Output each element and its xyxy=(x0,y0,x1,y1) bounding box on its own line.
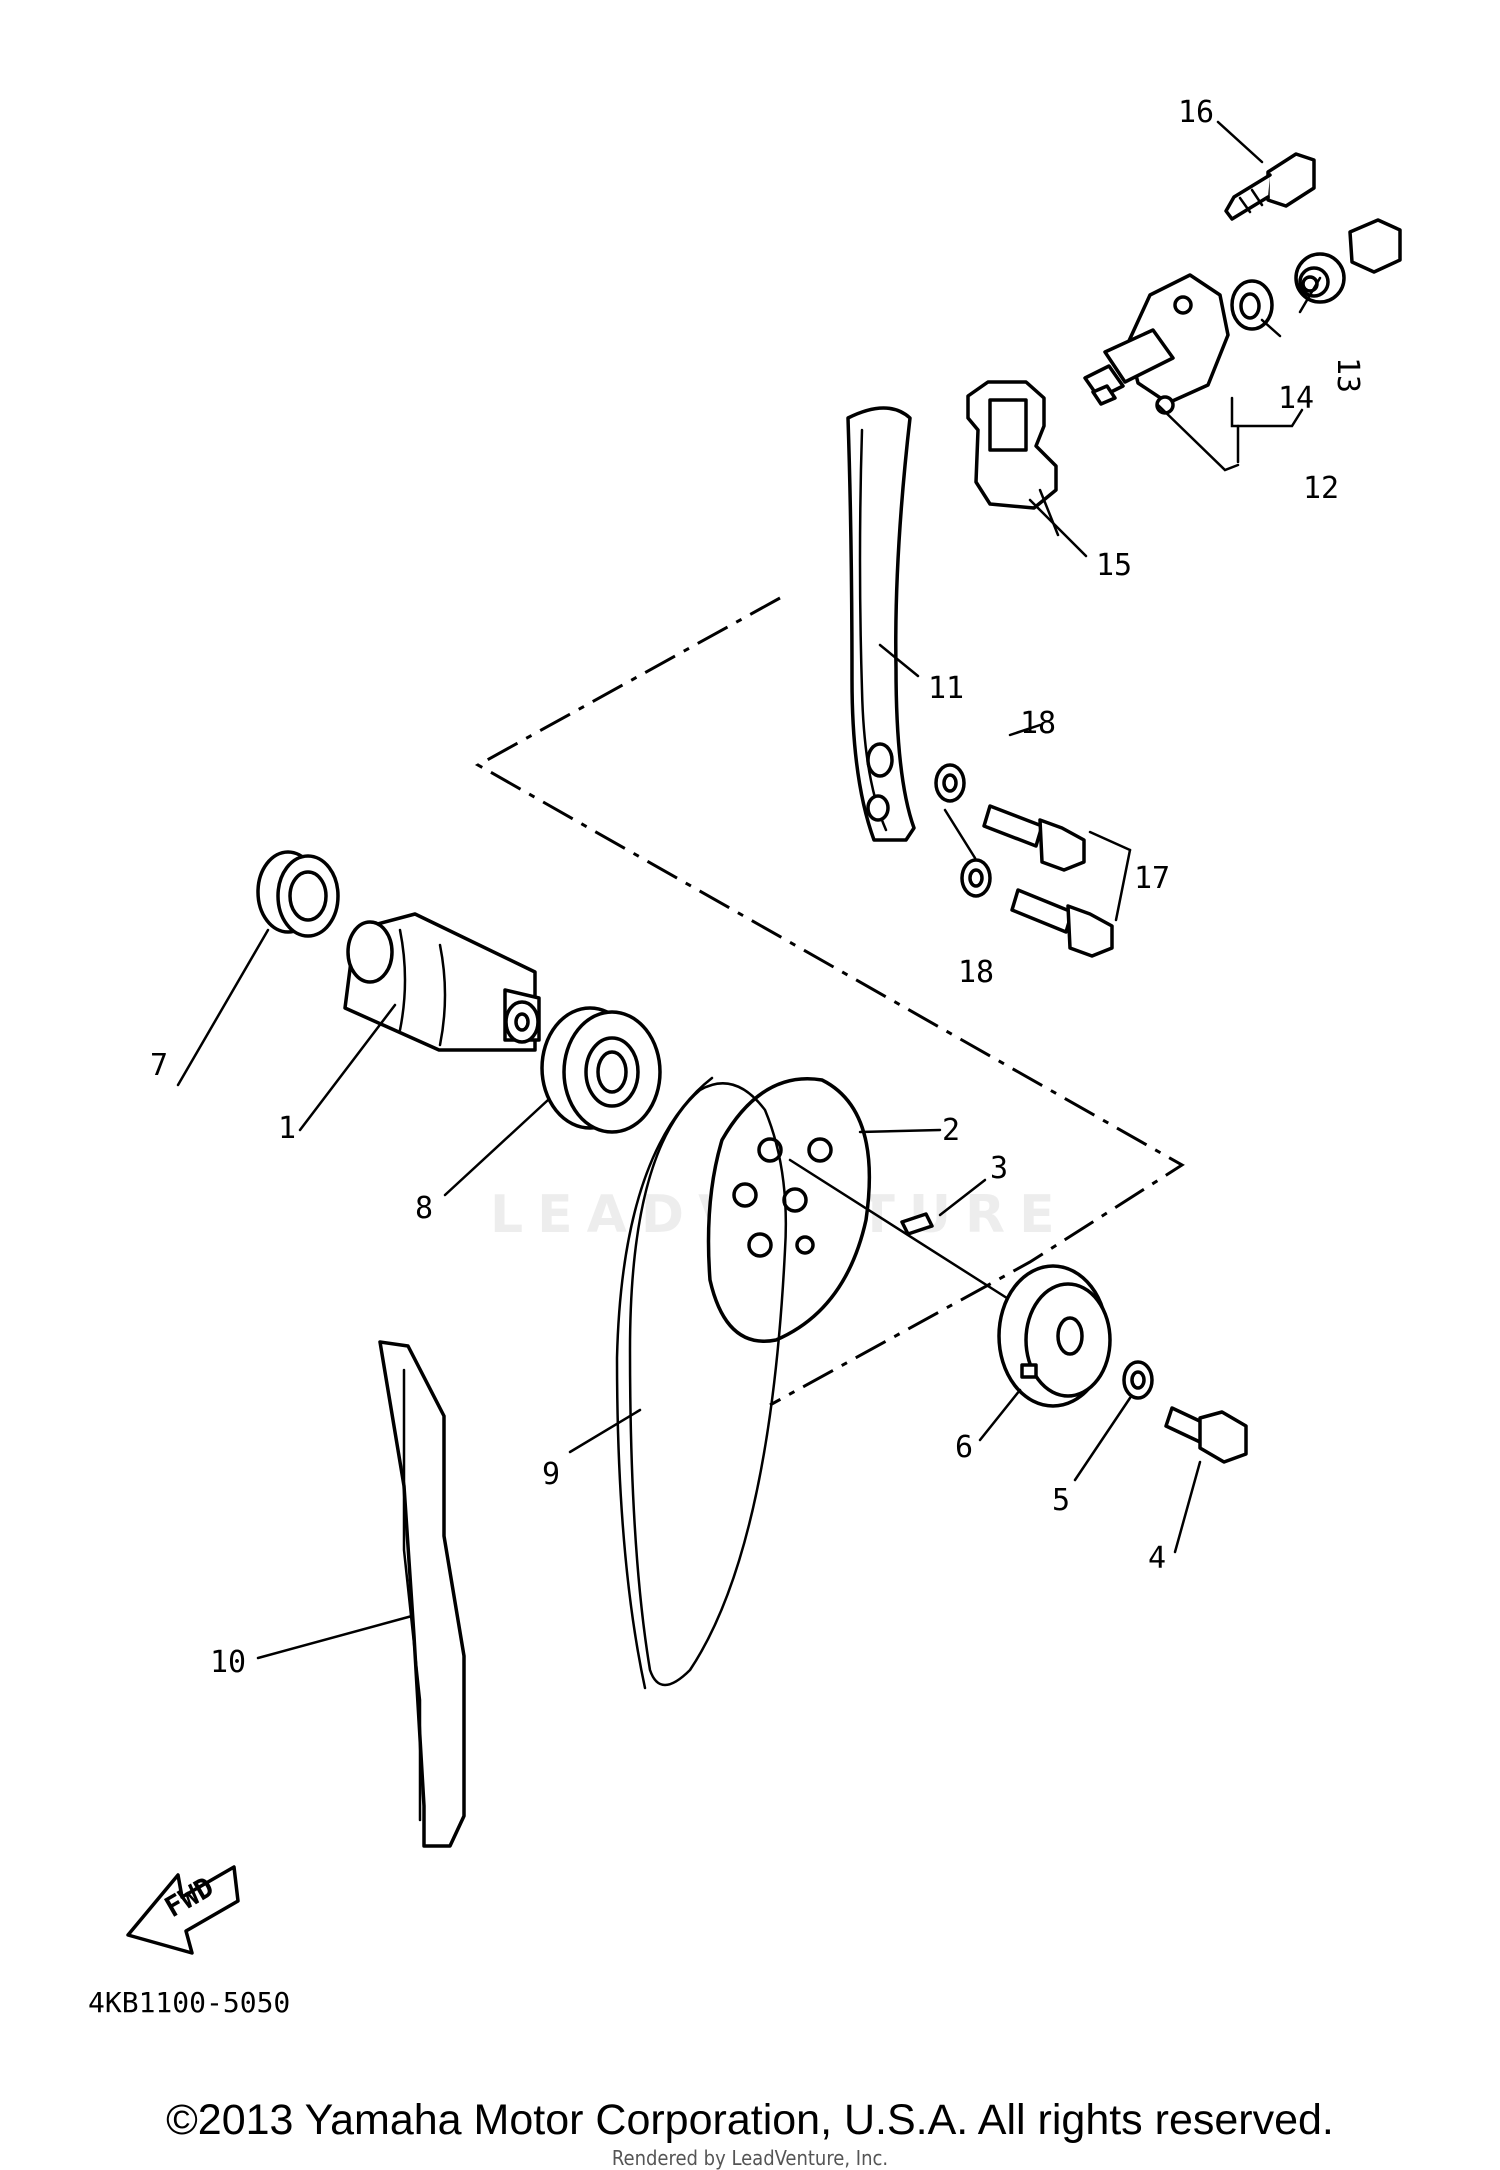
callout-labels: 1 2 3 4 5 6 7 8 9 10 11 12 13 14 15 16 1… xyxy=(150,95,1365,1680)
part-15-gasket xyxy=(966,380,1058,510)
rendered-by-note: Rendered by LeadVenture, Inc. xyxy=(611,2146,889,2170)
copyright-notice: ©2013 Yamaha Motor Corporation, U.S.A. A… xyxy=(166,2096,1334,2144)
part-5-washer xyxy=(1122,1360,1154,1400)
callout-1: 1 xyxy=(278,1111,296,1146)
diagram-code: 4KB1100-5050 xyxy=(88,1986,290,2019)
part-13-plug xyxy=(1294,218,1402,304)
part-4-bolt xyxy=(1164,1406,1248,1464)
part-8-bearing xyxy=(540,1006,662,1134)
callout-15: 15 xyxy=(1096,548,1132,583)
callout-13: 13 xyxy=(1330,357,1365,393)
callout-18-bottom: 18 xyxy=(958,955,994,990)
part-10-chain-guide xyxy=(378,1340,466,1848)
part-6-plate xyxy=(997,1264,1112,1408)
callout-8: 8 xyxy=(415,1191,433,1226)
reference-lines xyxy=(474,596,1185,1407)
callout-14: 14 xyxy=(1278,381,1314,416)
part-7-bearing xyxy=(256,850,340,938)
part-3-dowel-pin xyxy=(788,1158,1012,1302)
callout-6: 6 xyxy=(955,1430,973,1465)
part-18-washers xyxy=(934,763,992,898)
callout-5: 5 xyxy=(1052,1483,1070,1518)
callout-18-top: 18 xyxy=(1020,706,1056,741)
callout-2: 2 xyxy=(942,1113,960,1148)
part-1-camshaft xyxy=(343,912,541,1052)
callout-17: 17 xyxy=(1134,861,1170,896)
callout-16: 16 xyxy=(1178,95,1214,130)
part-14-gasket xyxy=(1230,279,1274,331)
callout-10: 10 xyxy=(210,1645,246,1680)
callout-4: 4 xyxy=(1148,1541,1166,1576)
part-9-timing-chain xyxy=(615,1076,788,1690)
callout-9: 9 xyxy=(542,1457,560,1492)
callout-3: 3 xyxy=(990,1151,1008,1186)
callout-11: 11 xyxy=(928,671,964,706)
part-17-bolts xyxy=(982,804,1114,958)
part-12-tensioner xyxy=(1083,273,1230,415)
part-2-sprocket xyxy=(706,1077,872,1343)
callout-7: 7 xyxy=(150,1048,168,1083)
fwd-arrow-icon: FWD xyxy=(126,1865,240,1955)
part-11-chain-guide xyxy=(846,406,916,842)
callout-12: 12 xyxy=(1303,471,1339,506)
part-16-bolt xyxy=(1224,152,1316,221)
leader-lines xyxy=(176,120,1322,1660)
